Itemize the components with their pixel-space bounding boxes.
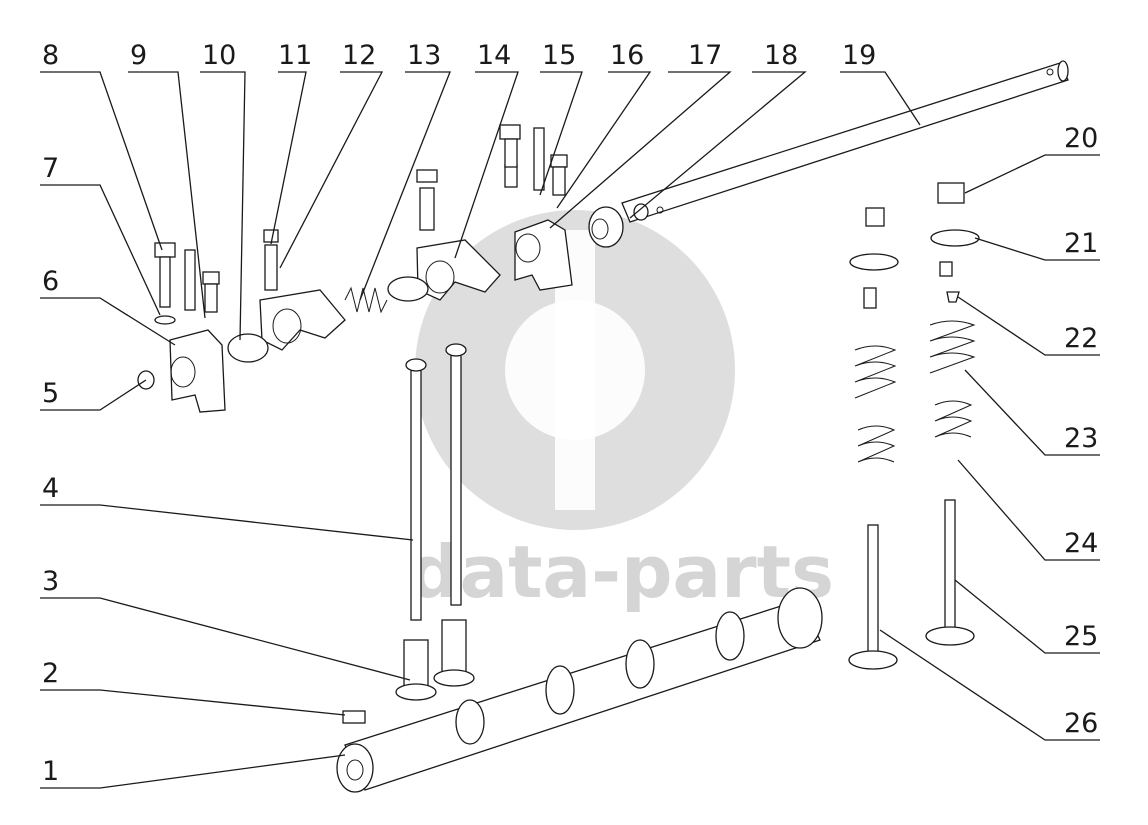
- valve-assembly-left: [848, 207, 899, 670]
- callout-3: 3: [42, 566, 59, 597]
- leader-8: [40, 71, 163, 251]
- leader-5: [40, 379, 147, 411]
- valve-assembly-right: [925, 182, 980, 646]
- watermark-logo-inner: [505, 300, 645, 440]
- callout-24: 24: [1064, 528, 1098, 559]
- callout-23: 23: [1064, 423, 1098, 454]
- callout-5: 5: [42, 378, 59, 409]
- woodruff-key: [342, 710, 366, 724]
- camshaft: [336, 587, 823, 793]
- callout-25: 25: [1064, 621, 1098, 652]
- tappets: [395, 619, 475, 701]
- leader-14: [454, 71, 519, 259]
- callout-labels: 1 2 3 4 5 6 7 8 9 10 11 12 13 14 15 16 1…: [42, 40, 1098, 787]
- leader-3: [40, 597, 411, 681]
- callout-18: 18: [764, 40, 798, 71]
- leader-15: [539, 71, 583, 196]
- parts: [137, 60, 1069, 793]
- callout-7: 7: [42, 153, 59, 184]
- callout-4: 4: [42, 473, 59, 504]
- callout-6: 6: [42, 266, 59, 297]
- shaft-spacer: [588, 203, 649, 248]
- leader-25: [954, 579, 1100, 654]
- callout-17: 17: [688, 40, 722, 71]
- leader-1: [40, 754, 346, 789]
- callout-14: 14: [477, 40, 511, 71]
- right-support-bracket: [499, 124, 573, 291]
- leader-lines: [40, 71, 1100, 789]
- leader-19: [840, 71, 921, 126]
- callout-11: 11: [278, 40, 312, 71]
- watermark: data-parts: [408, 210, 834, 614]
- leader-18: [629, 71, 807, 219]
- leader-13: [359, 71, 451, 301]
- left-support-bracket: [137, 242, 226, 413]
- callout-16: 16: [610, 40, 644, 71]
- leader-12: [279, 71, 384, 269]
- callout-1: 1: [42, 756, 59, 787]
- leader-2: [40, 689, 346, 716]
- callout-2: 2: [42, 658, 59, 689]
- callout-22: 22: [1064, 323, 1098, 354]
- leader-26: [879, 629, 1100, 741]
- callout-21: 21: [1064, 228, 1098, 259]
- shaft-spring: [344, 286, 388, 314]
- push-rods: [405, 343, 467, 621]
- leader-10: [200, 71, 246, 341]
- leader-7: [40, 184, 161, 316]
- callout-19: 19: [842, 40, 876, 71]
- leader-20: [964, 154, 1100, 194]
- rocker-shaft: [621, 60, 1069, 223]
- leader-21: [974, 237, 1100, 261]
- leader-11: [270, 71, 307, 245]
- leader-9: [128, 71, 206, 319]
- leader-4: [40, 504, 414, 541]
- leader-22: [957, 296, 1100, 356]
- callout-26: 26: [1064, 708, 1098, 739]
- leader-24: [957, 459, 1100, 561]
- callout-12: 12: [342, 40, 376, 71]
- callout-20: 20: [1064, 123, 1098, 154]
- rocker-arm-left: [227, 229, 346, 363]
- leader-17: [549, 71, 732, 229]
- callout-9: 9: [130, 40, 147, 71]
- callout-8: 8: [42, 40, 59, 71]
- callout-15: 15: [542, 40, 576, 71]
- callout-13: 13: [407, 40, 441, 71]
- leader-16: [556, 71, 652, 209]
- callout-10: 10: [202, 40, 236, 71]
- leader-23: [964, 369, 1100, 456]
- rocker-arm-right: [387, 169, 501, 302]
- leader-6: [40, 297, 176, 346]
- watermark-text: data-parts: [408, 530, 834, 614]
